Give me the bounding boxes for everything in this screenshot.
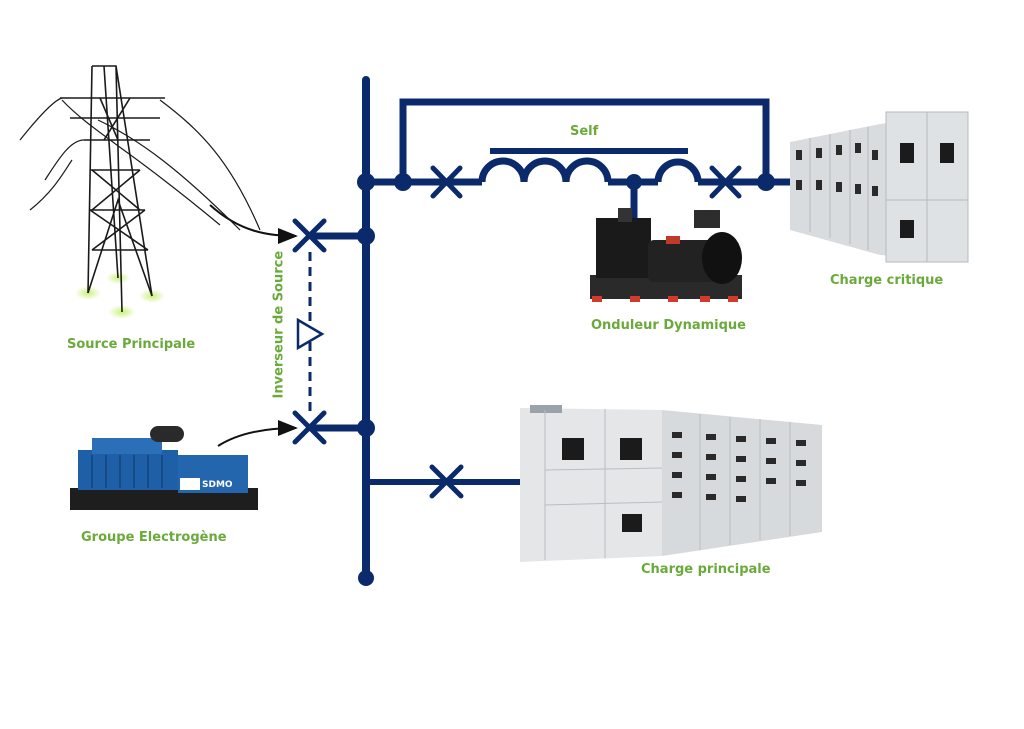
bus-node-generator	[357, 419, 375, 437]
bus-node-source	[357, 227, 375, 245]
inductor-core	[490, 148, 688, 154]
ups-tap-node	[626, 174, 642, 190]
ups-icon	[590, 208, 742, 302]
self-label: Self	[570, 124, 599, 139]
groupe-electrogene-label: Groupe Electrogène	[81, 530, 227, 545]
generator-icon	[70, 426, 258, 510]
inductor-icon	[478, 157, 702, 183]
breaker-icon[interactable]	[292, 218, 327, 253]
switchgear-icon	[520, 405, 822, 562]
breaker-icon[interactable]	[429, 464, 464, 499]
inverseur-de-source-label: Inverseur de Source	[271, 250, 287, 399]
generator-arrow	[217, 420, 298, 447]
pylon-icon	[19, 65, 261, 319]
onduleur-dynamique-label: Onduleur Dynamique	[591, 318, 747, 333]
breaker-icon[interactable]	[430, 165, 463, 199]
bypass-node-right	[757, 173, 775, 191]
source-principale-label: Source Principale	[67, 337, 196, 352]
breaker-icon[interactable]	[292, 410, 327, 445]
breaker-icon[interactable]	[709, 165, 742, 199]
sdmo-brand: SDMO	[202, 480, 233, 490]
bus-node-bottom	[358, 570, 374, 586]
switchgear-icon	[790, 111, 969, 263]
charge-critique-label: Charge critique	[830, 273, 944, 288]
critical-branch	[366, 98, 800, 225]
bypass-node-left	[394, 173, 412, 191]
interlock-arrow-icon	[296, 317, 325, 351]
source-feeders	[310, 232, 366, 432]
charge-principale-label: Charge principale	[641, 562, 771, 577]
bus-node-top	[357, 173, 375, 191]
source-arrow	[209, 204, 298, 244]
